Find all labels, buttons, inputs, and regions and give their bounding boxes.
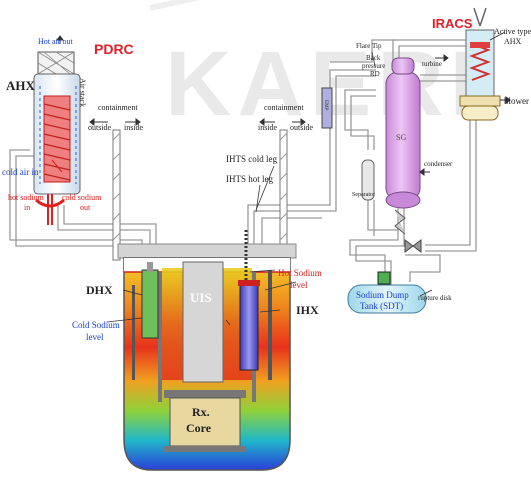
- containment-right-label-1: containment: [264, 103, 304, 112]
- cold-air-in-label: cold air in: [2, 167, 39, 177]
- ihts-hot-leg-label: IHTS hot leg: [226, 174, 273, 184]
- pdrc-label: PDRC: [94, 41, 134, 57]
- reactor-vessel: [117, 230, 297, 471]
- reactor-core: [169, 397, 241, 447]
- leader-lines: [106, 31, 506, 326]
- back-pressure-label-2: pressure: [362, 62, 385, 70]
- active-type-ahx-label-1: Active type: [494, 27, 531, 36]
- blower-label: blower: [504, 96, 529, 106]
- turbine-label: turbine: [422, 60, 442, 68]
- containment-wall-right: [279, 129, 288, 256]
- separator-label: Separator: [352, 192, 375, 198]
- emp-pump: [321, 87, 333, 129]
- back-pressure-label-1: Back: [366, 54, 381, 62]
- watermark-text: KAERI: [165, 33, 481, 135]
- emp-label: EMP: [323, 100, 328, 111]
- containment-right-label-2: inside: [258, 123, 278, 132]
- isolation-valve: [404, 239, 422, 253]
- sodium-dump-tank-label-2: Tank (SDT): [360, 301, 403, 311]
- cold-sodium-out-label-2: out: [80, 203, 91, 212]
- iracs-coil: [469, 43, 491, 81]
- hot-sodium-in-label-1: hot sodium: [8, 193, 45, 202]
- rx-core-label-1: Rx.: [192, 405, 210, 419]
- pdrc-ahx: [33, 51, 81, 225]
- sodium-dump-tank: [347, 284, 427, 314]
- uis-column: [182, 261, 224, 383]
- containment-right-label-3: outside: [290, 123, 314, 132]
- dhx-label: DHX: [86, 283, 113, 297]
- hot-air-out-label: Hot air out: [38, 37, 73, 46]
- active-type-ahx-label-2: AHX: [504, 37, 522, 46]
- separator-vessel: [361, 159, 375, 201]
- watermark-swoosh: [149, 0, 201, 11]
- flow-arrows: [51, 35, 511, 176]
- ihx-unit: [239, 281, 259, 371]
- cold-sodium-level-label-1: Cold Sodium: [72, 320, 120, 330]
- ihts-cold-leg-label: IHTS cold leg: [226, 154, 277, 164]
- condenser-label: condenser: [424, 160, 453, 168]
- flare-tip-label: Flare Tip: [356, 42, 382, 50]
- air-stack-label: Air stack: [78, 78, 87, 107]
- containment-left-label-2: outside: [88, 123, 112, 132]
- containment-left-label-3: inside: [124, 123, 144, 132]
- active-ahx-housing: [465, 29, 495, 97]
- cold-sodium-out-label-1: cold sodium: [62, 193, 102, 202]
- ahx-left-label: AHX: [6, 78, 36, 93]
- hot-sodium-level-label-2: level: [290, 280, 308, 290]
- sg-valve: [394, 209, 406, 235]
- containment-left-label-1: containment: [98, 103, 138, 112]
- steam-generator: [385, 57, 421, 209]
- blower-unit: [459, 95, 501, 107]
- ihx-label: IHX: [296, 303, 319, 317]
- iracs-label: IRACS: [432, 16, 473, 31]
- hot-sodium-in-label-2: in: [24, 203, 30, 212]
- piping-network: [9, 30, 477, 285]
- hot-sodium-level-label-1: Hot Sodium: [278, 268, 322, 278]
- containment-wall-left: [112, 129, 121, 261]
- rupture-disk-label: rupture disk: [418, 294, 452, 302]
- back-pressure-label-3: RD: [370, 70, 380, 78]
- sg-label: SG: [396, 133, 406, 142]
- iracs-unit: [459, 7, 501, 121]
- rx-core-label-2: Core: [186, 421, 212, 435]
- uis-label: UIS: [190, 290, 212, 305]
- sodium-dump-tank-label-1: Sodium Dump: [356, 290, 409, 300]
- dhx-unit: [141, 269, 159, 339]
- sdt-valve: [377, 271, 391, 285]
- cold-sodium-level-label-2: level: [86, 332, 104, 342]
